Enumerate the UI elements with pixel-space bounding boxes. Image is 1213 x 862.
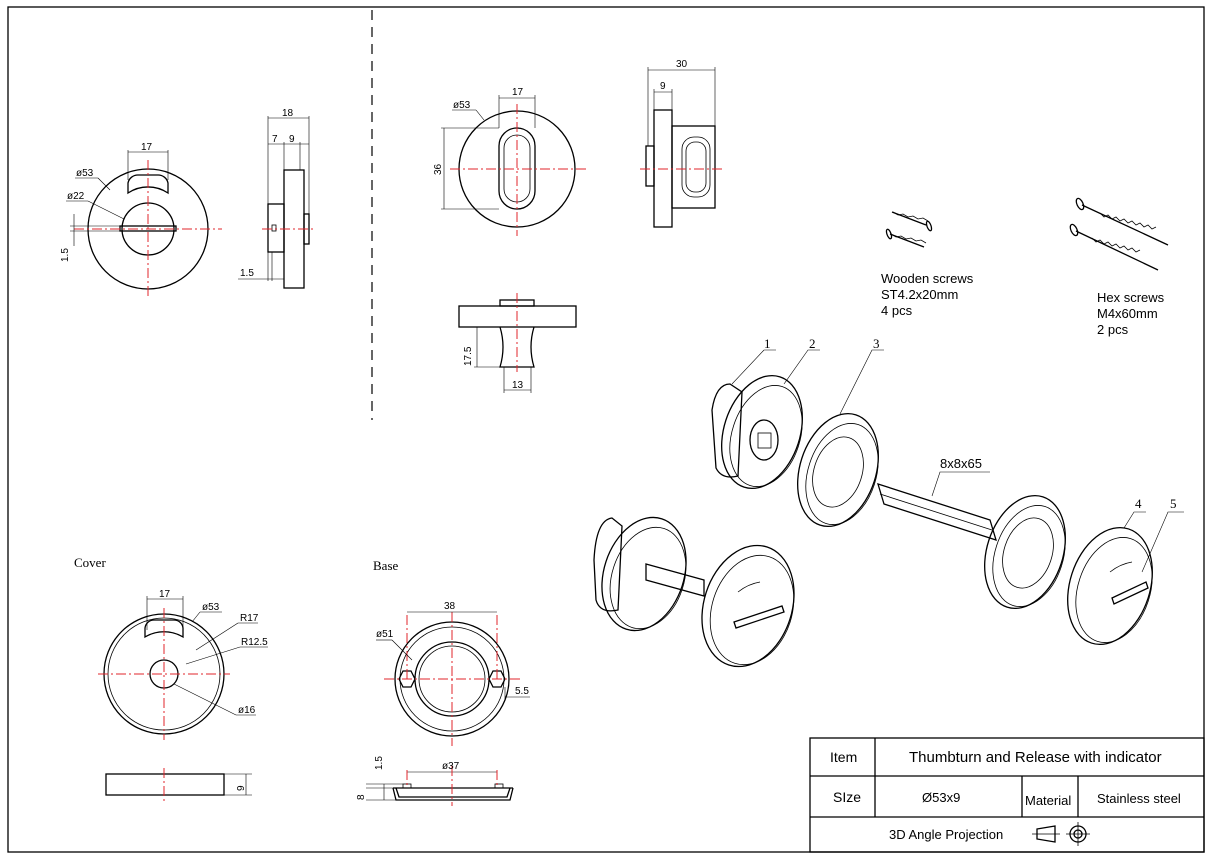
dim-7: 7 [272, 134, 278, 145]
hex-screws-label: Hex screws [1097, 290, 1165, 305]
title-material-value: Stainless steel [1097, 791, 1181, 806]
hex-screws-qty: 2 pcs [1097, 322, 1129, 337]
dim-side-1-5: 1.5 [240, 268, 254, 279]
base-dim-diameter-37: ø37 [442, 761, 460, 772]
dim-1-5: 1.5 [60, 248, 71, 262]
cover-dim-r12-5: R12.5 [241, 637, 268, 648]
dim-side-30: 30 [676, 59, 688, 70]
title-item-value: Thumbturn and Release with indicator [909, 749, 1162, 766]
cover-front-view [98, 596, 268, 740]
projection-symbol-icon [1032, 822, 1090, 846]
cover-dim-diameter-53: ø53 [202, 602, 220, 613]
dim-knob-17-5: 17.5 [463, 346, 474, 366]
dim-17: 17 [141, 142, 153, 153]
dim-thumb-diameter-53: ø53 [453, 100, 471, 111]
base-dim-diameter-51: ø51 [376, 629, 394, 640]
callout-5: 5 [1170, 496, 1177, 511]
drawing-border [7, 6, 1205, 853]
cover-title: Cover [74, 555, 106, 570]
callout-2: 2 [809, 336, 816, 351]
title-size-label: SIze [833, 789, 861, 805]
cover-dim-r17: R17 [240, 613, 259, 624]
release-front-view: 17 ø53 ø22 1.5 [60, 142, 222, 298]
cover-side-view [105, 768, 252, 802]
wooden-screws-qty: 4 pcs [881, 303, 913, 318]
dim-side-9: 9 [660, 81, 666, 92]
base-side-view [366, 766, 514, 806]
wooden-screws [885, 211, 933, 248]
thumbturn-knob-view: 17.5 13 [458, 293, 577, 393]
callout-1: 1 [764, 336, 771, 351]
dim-diameter-22: ø22 [67, 191, 85, 202]
title-block [809, 737, 1205, 853]
callout-3: 3 [873, 336, 880, 351]
callout-4: 4 [1135, 496, 1142, 511]
dim-18: 18 [282, 108, 294, 119]
dim-thumb-36: 36 [433, 163, 444, 175]
hex-screws [1069, 197, 1169, 271]
exploded-assembly [593, 349, 1184, 668]
base-title: Base [373, 558, 399, 573]
dim-knob-13: 13 [512, 380, 524, 391]
cover-dim-9: 9 [236, 785, 247, 791]
cover-dim-diameter-16: ø16 [238, 705, 256, 716]
spindle-label: 8x8x65 [940, 456, 982, 471]
release-side-view: 18 7 9 1.5 [238, 108, 316, 289]
wooden-screws-spec: ST4.2x20mm [881, 287, 958, 302]
base-dim-5-5: 5.5 [515, 686, 529, 697]
title-projection: 3D Angle Projection [889, 827, 1003, 842]
wooden-screws-label: Wooden screws [881, 271, 974, 286]
dim-9: 9 [289, 134, 295, 145]
dim-thumb-17: 17 [512, 87, 524, 98]
base-dim-1-5: 1.5 [374, 756, 385, 770]
title-material-label: Material [1025, 793, 1071, 808]
thumbturn-front-view: 17 ø53 36 [433, 87, 586, 236]
base-front-view [376, 611, 530, 746]
dim-diameter-53: ø53 [76, 168, 94, 179]
title-item-label: Item [830, 749, 857, 765]
thumbturn-side-view: 30 9 [640, 59, 722, 228]
cover-dim-17: 17 [159, 589, 171, 600]
title-size-value: Ø53x9 [922, 790, 960, 805]
hex-screws-spec: M4x60mm [1097, 306, 1158, 321]
base-dim-38: 38 [444, 601, 456, 612]
base-dim-8: 8 [356, 794, 367, 800]
